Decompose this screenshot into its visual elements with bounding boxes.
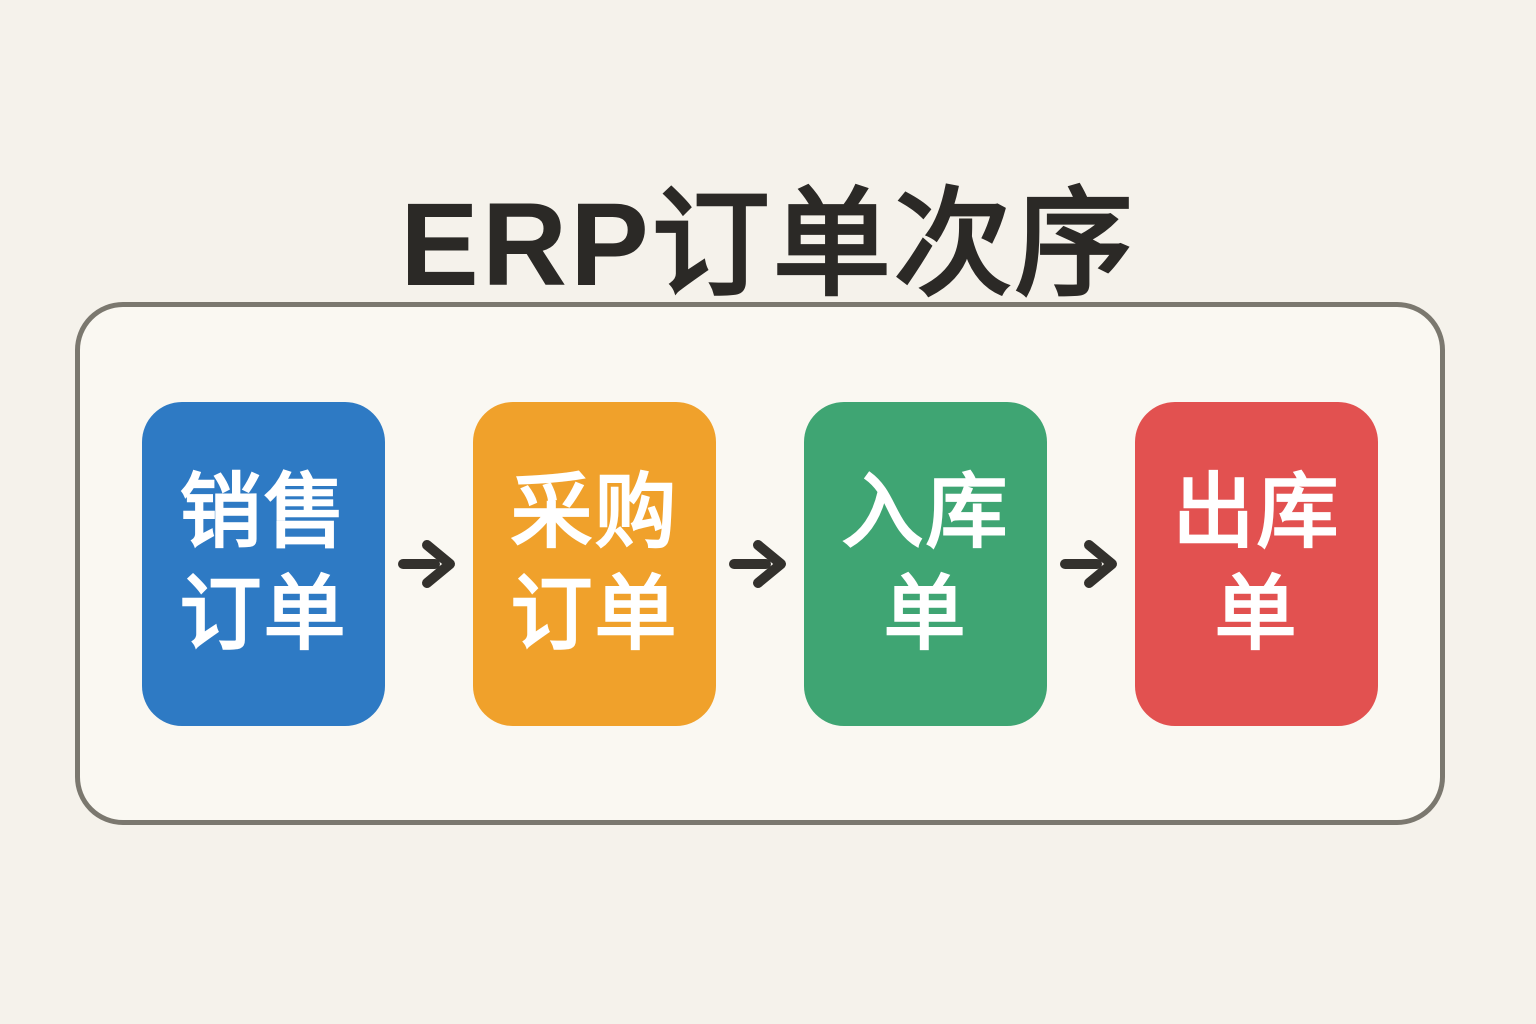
step-inbound-order-line1: 入库 bbox=[841, 466, 1010, 558]
page-title: ERP订单次序 bbox=[400, 179, 1136, 312]
step-sales-order-line1: 销售 bbox=[179, 466, 348, 558]
step-sales-order-line2: 订单 bbox=[179, 568, 348, 660]
step-purchase-order: 采购 订单 bbox=[473, 401, 716, 726]
flow-arrow-icon bbox=[1047, 536, 1135, 592]
step-purchase-order-line1: 采购 bbox=[510, 466, 679, 558]
step-purchase-order-line2: 订单 bbox=[510, 568, 679, 660]
flow-panel: 销售 订单 采购 订单 入库 单 bbox=[75, 302, 1445, 825]
flow-arrow-icon bbox=[385, 536, 473, 592]
step-sales-order: 销售 订单 bbox=[142, 401, 385, 726]
step-outbound-order-line2: 单 bbox=[1214, 568, 1299, 660]
step-inbound-order-line2: 单 bbox=[883, 568, 968, 660]
step-outbound-order: 出库 单 bbox=[1135, 401, 1378, 726]
flow-arrow-icon bbox=[716, 536, 804, 592]
flow-row: 销售 订单 采购 订单 入库 单 bbox=[142, 401, 1378, 726]
step-outbound-order-line1: 出库 bbox=[1172, 466, 1341, 558]
step-inbound-order: 入库 单 bbox=[804, 401, 1047, 726]
